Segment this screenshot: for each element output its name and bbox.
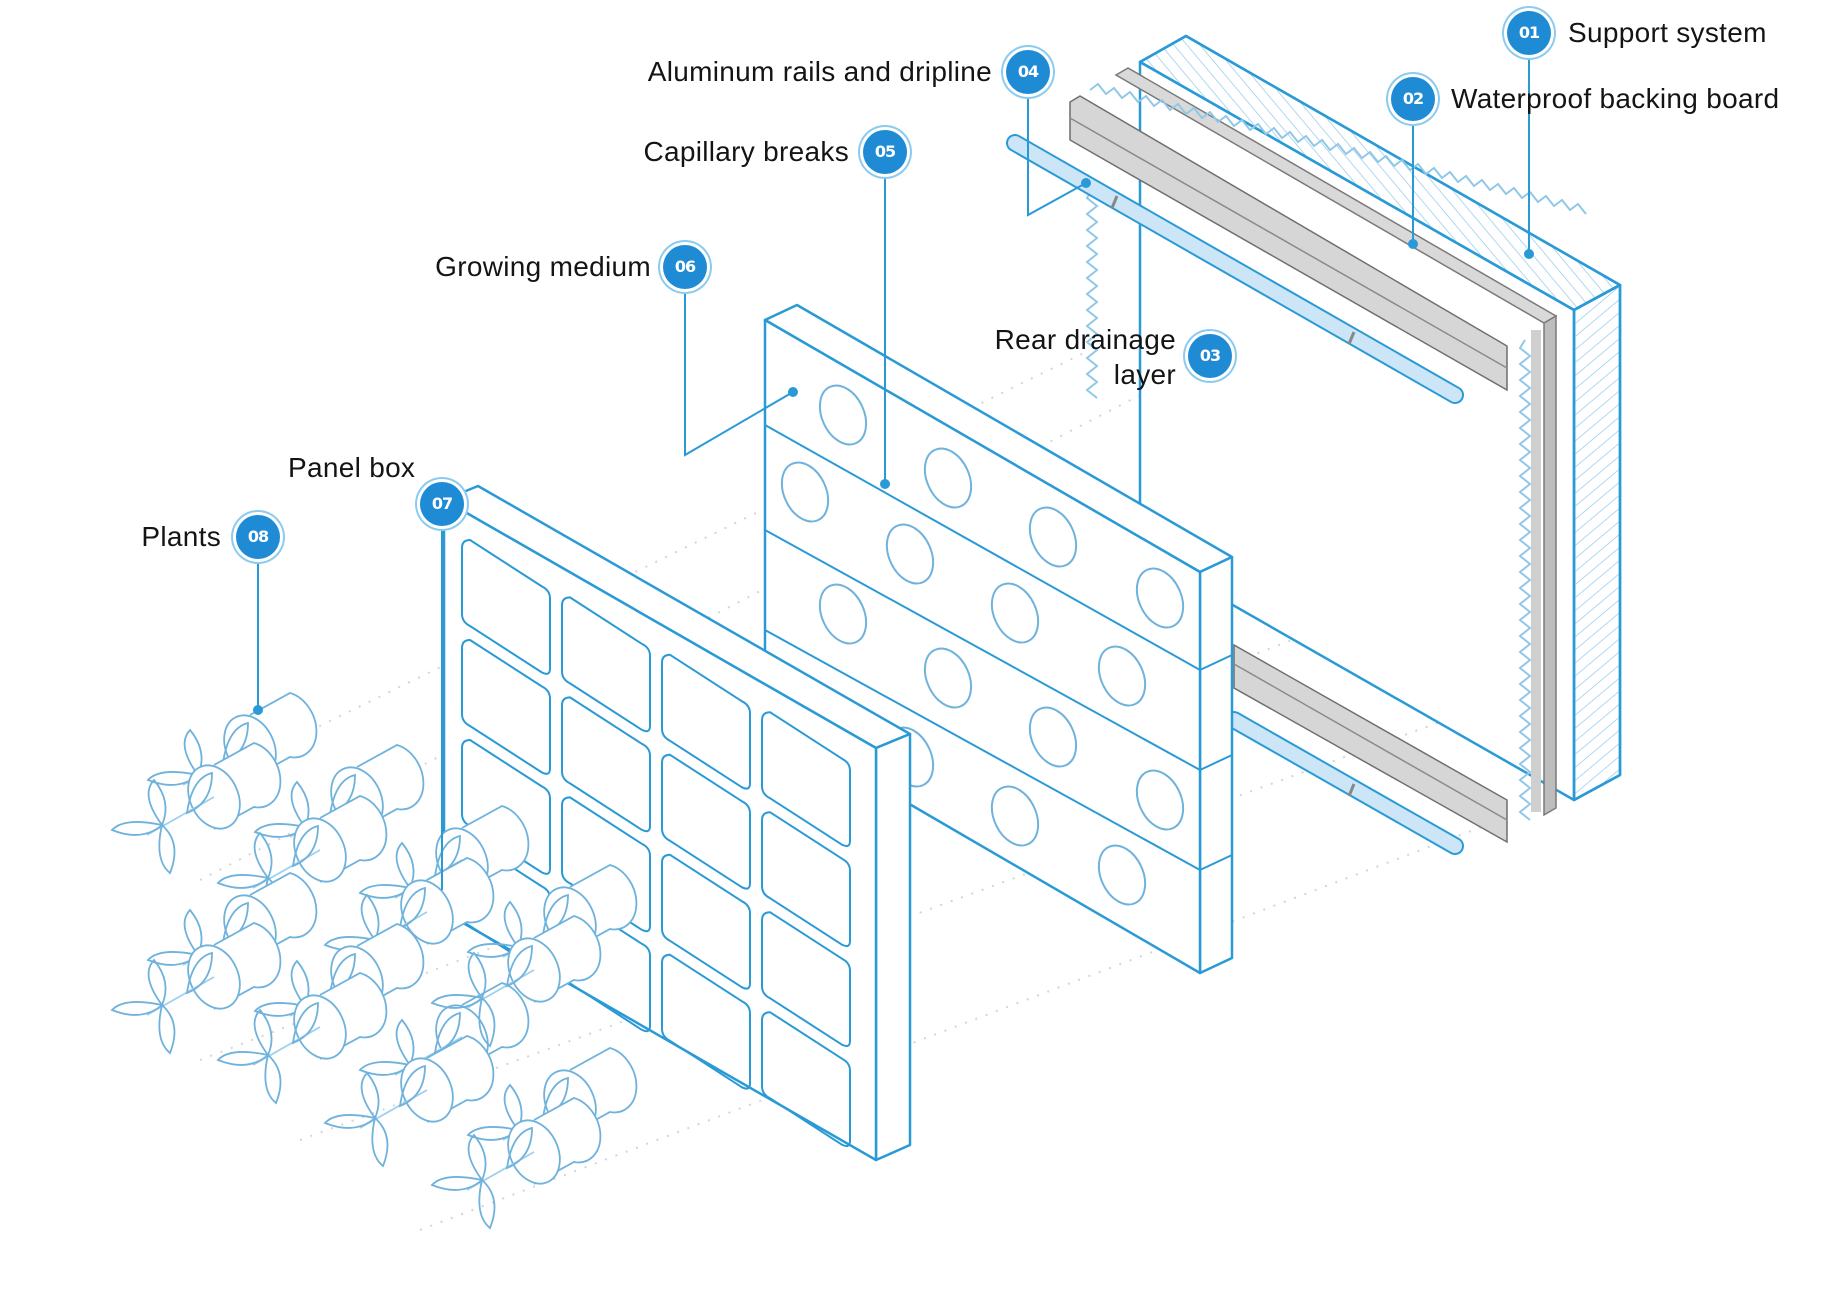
leader-lines bbox=[253, 55, 1534, 890]
callout-label-aluminum-rails: Aluminum rails and dripline bbox=[647, 56, 992, 87]
panel-box-cell bbox=[761, 911, 851, 1048]
panel-box-cell bbox=[561, 796, 651, 933]
plant bbox=[110, 742, 282, 875]
callout-badge-03: 03 bbox=[1188, 334, 1232, 378]
plant bbox=[430, 915, 602, 1048]
callout-badge-07: 07 bbox=[420, 482, 464, 526]
growing-medium-holes bbox=[780, 384, 1185, 906]
plant bbox=[110, 922, 282, 1055]
callout-label-waterproof-backing-board: Waterproof backing board bbox=[1451, 83, 1780, 114]
plant bbox=[430, 1097, 602, 1230]
callout-badge-05: 05 bbox=[863, 130, 907, 174]
aluminum-rail-bottom bbox=[1233, 643, 1508, 844]
panel-box bbox=[442, 484, 912, 1162]
plant bbox=[323, 1035, 495, 1168]
panel-box-cell bbox=[661, 853, 751, 990]
callout-badge-08: 08 bbox=[236, 515, 280, 559]
growing-medium-block bbox=[763, 303, 1234, 975]
panel-box-cell bbox=[661, 753, 751, 890]
callout-badge-01: 01 bbox=[1507, 11, 1551, 55]
callout-label-rear-drainage-line1: Rear drainage bbox=[994, 324, 1176, 355]
callout-badge-02: 02 bbox=[1391, 77, 1435, 121]
callout-badge-06: 06 bbox=[663, 245, 707, 289]
callout-label-growing-medium: Growing medium bbox=[435, 251, 651, 282]
plant bbox=[216, 972, 388, 1105]
panel-box-cell bbox=[661, 953, 751, 1090]
dripline-bottom bbox=[1225, 711, 1464, 855]
panel-box-cell bbox=[761, 811, 851, 948]
panel-box-cell bbox=[661, 653, 751, 790]
callout-label-rear-drainage-line2: layer bbox=[1113, 359, 1176, 390]
callout-badge-04: 04 bbox=[1006, 50, 1050, 94]
aluminum-rail-top bbox=[1069, 95, 1508, 392]
panel-box-cell bbox=[761, 711, 851, 848]
plant bbox=[216, 795, 388, 928]
waterproof-backing-board bbox=[1114, 67, 1558, 817]
callout-label-capillary-breaks: Capillary breaks bbox=[643, 136, 849, 167]
callout-label-panel-box: Panel box bbox=[288, 452, 416, 483]
callout-label-plants: Plants bbox=[141, 521, 221, 552]
panel-box-cell bbox=[461, 739, 551, 875]
callout-label-support-system: Support system bbox=[1568, 17, 1767, 48]
panel-box-cell bbox=[461, 539, 551, 675]
panel-box-cell bbox=[561, 696, 651, 833]
rear-drainage-layer bbox=[1085, 82, 1587, 821]
panel-box-cell bbox=[561, 596, 651, 733]
panel-box-cell bbox=[461, 639, 551, 775]
support-system-wall bbox=[1138, 34, 1622, 802]
plants-group bbox=[110, 692, 638, 1230]
panel-box-cell bbox=[761, 1011, 851, 1148]
